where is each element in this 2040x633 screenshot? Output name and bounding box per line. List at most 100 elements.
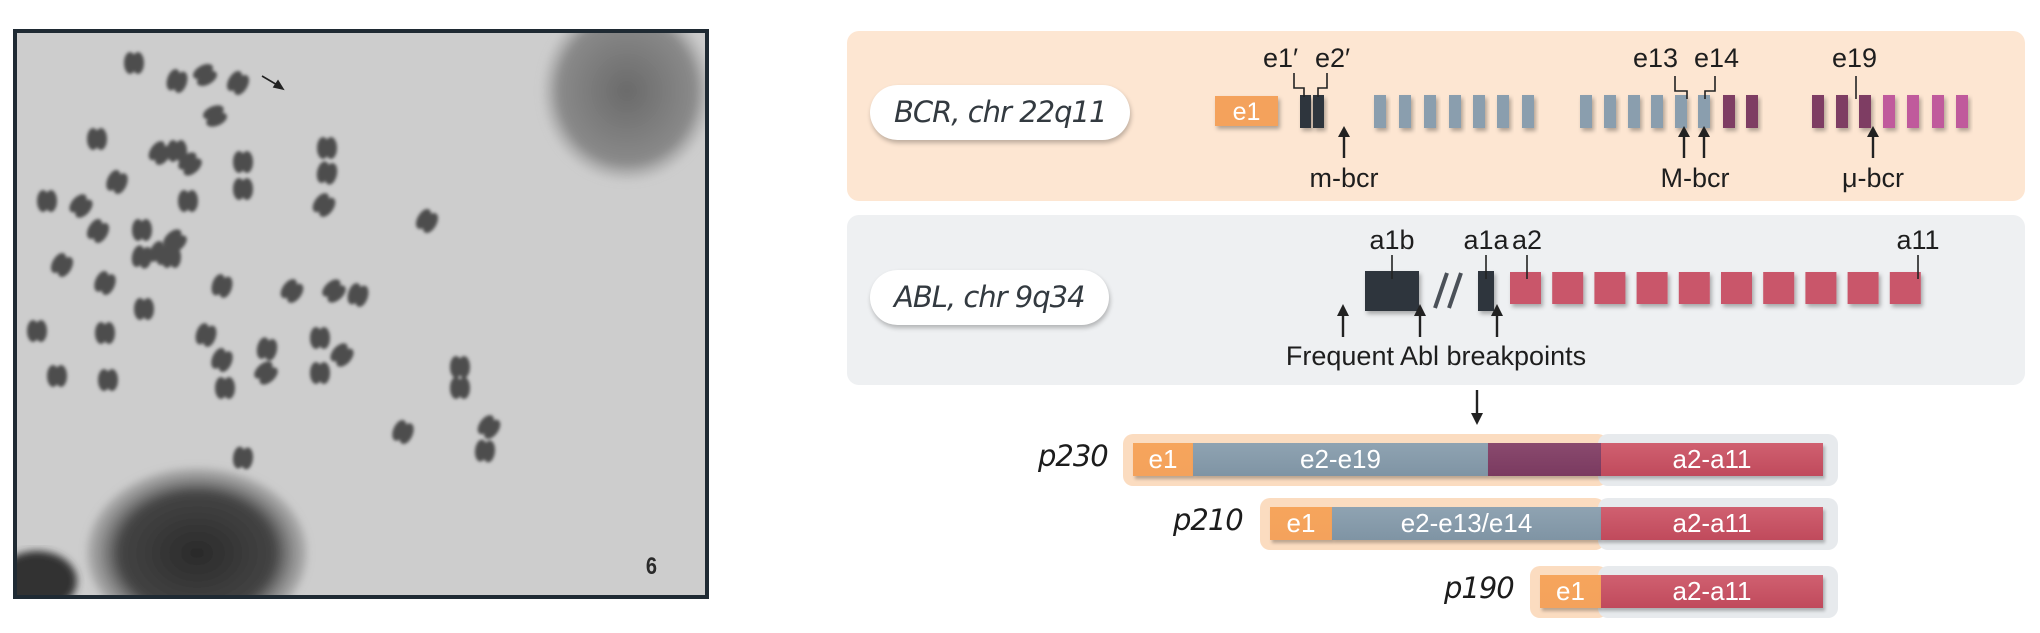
chromosome [131, 245, 153, 269]
protein-name: p190 [1444, 571, 1515, 605]
nucleus-top-right [542, 33, 705, 181]
chromosome [226, 71, 250, 95]
exon-b9 [1604, 95, 1616, 128]
chromosome [163, 229, 187, 253]
chromosome [280, 279, 304, 303]
exon-a3 [1552, 272, 1584, 304]
chromosome [232, 446, 254, 470]
chromosome [330, 343, 354, 367]
chromosome [310, 327, 330, 349]
chromosome [47, 365, 67, 387]
label-e1prime: e1′ [1263, 43, 1298, 73]
label-m-bcr: m-bcr [1310, 163, 1379, 193]
breakpoint-arrows [1338, 126, 1879, 158]
fusion-p190: p190 e1 a2-a11 [1000, 566, 1850, 618]
karyotype-micrograph: 6 [13, 29, 709, 599]
chromosome [347, 283, 369, 307]
chromosome [233, 151, 253, 173]
chromosome [87, 128, 107, 150]
chromosome [106, 170, 128, 194]
fusion-p210: p210 e1 e2-e13/e14 a2-a11 [1000, 498, 1850, 550]
chromosome [86, 219, 110, 243]
exon-leader-lines [1391, 255, 1919, 279]
chromosome [203, 105, 227, 127]
chromosome [450, 377, 470, 399]
chromosome [211, 348, 233, 372]
exon-e1p [1300, 95, 1311, 128]
bcr-gene-label: BCR, chr 22q11 [870, 85, 1131, 140]
exon-m1 [1883, 95, 1895, 128]
plate-number: 6 [645, 553, 657, 581]
chromosome [98, 369, 118, 391]
exon-a2 [1510, 272, 1541, 304]
exon-e19 [1859, 95, 1871, 128]
label-a11: a11 [1896, 225, 1939, 255]
chromosome [316, 161, 338, 185]
chromosome [166, 69, 188, 93]
segment-a2-a11: a2-a11 [1601, 443, 1823, 476]
protein-name: p210 [1173, 503, 1244, 537]
exon-b3 [1424, 95, 1436, 128]
nucleus-bottom-left [17, 551, 77, 595]
chromosome [254, 361, 278, 385]
label-M-bcr: M-bcr [1661, 163, 1730, 193]
segment-e1: e1 [1133, 443, 1193, 476]
exon-p3 [1812, 95, 1824, 128]
abl-gene-panel: ABL, chr 9q34 a1b a1a a2 a11 [847, 215, 2025, 385]
label-e14: e14 [1694, 43, 1739, 73]
label-e13: e13 [1633, 43, 1678, 73]
exon-p1 [1723, 95, 1735, 128]
bcr-gene-panel: BCR, chr 22q11 e1 e1′ e2′ e13 e14 e19 m-… [847, 31, 2025, 201]
abl-gene-label: ABL, chr 9q34 [870, 270, 1109, 325]
exon-p4 [1836, 95, 1848, 128]
exon-e14 [1698, 95, 1710, 128]
exon-leader-lines [1293, 73, 1857, 99]
exon-b11 [1651, 95, 1663, 128]
bcr-gene-map: e1 e1′ e2′ e13 e14 e19 m-bcr M-bcr μ-bcr [1169, 43, 1997, 193]
chromosome [193, 63, 217, 87]
exon-e2p [1313, 95, 1324, 128]
segment-e1: e1 [1540, 575, 1601, 608]
label-a2: a2 [1512, 225, 1542, 255]
protein-name: p230 [1038, 439, 1109, 473]
exon-b6 [1497, 95, 1509, 128]
chromosome [50, 253, 74, 277]
nucleus-bottom [87, 468, 307, 595]
annotation-arrow-icon [261, 75, 285, 91]
chromosome-group [27, 52, 501, 470]
label-a1a: a1a [1463, 225, 1509, 255]
segment-e19-tail [1488, 443, 1601, 476]
exon-b7 [1522, 95, 1534, 128]
chromosome [94, 271, 116, 295]
segment-a2-a11: a2-a11 [1601, 507, 1823, 540]
chromosome [474, 439, 496, 463]
chromosome [69, 194, 93, 218]
chromosome [322, 279, 346, 303]
label-e19: e19 [1832, 43, 1877, 73]
exon-a10 [1847, 272, 1879, 304]
chromosome [132, 219, 152, 241]
exon-a8 [1763, 272, 1795, 304]
chromosome [450, 356, 470, 378]
exon-m4 [1956, 95, 1968, 128]
chromosome-spread [17, 33, 705, 595]
chromosome [124, 52, 144, 74]
chromosome [256, 337, 278, 361]
exon-a11 [1889, 272, 1921, 304]
label-e2prime: e2′ [1315, 43, 1350, 73]
chromosome [233, 178, 253, 200]
exon-p2 [1746, 95, 1758, 128]
chromosome [178, 152, 202, 176]
exon-a7 [1721, 272, 1752, 304]
fusion-arrow-icon [1471, 390, 1483, 425]
exon-a9 [1805, 272, 1837, 304]
exon-a5 [1636, 272, 1668, 304]
exon-b2 [1399, 95, 1411, 128]
chromosome [312, 193, 336, 217]
exon-b4 [1449, 95, 1461, 128]
chromosome [317, 137, 337, 159]
segment-e2-e13-e14: e2-e13/e14 [1332, 507, 1601, 540]
chromosome [310, 362, 330, 384]
abl-gene-map: a1b a1a a2 a11 Frequent Abl breakpoints [1286, 225, 1964, 371]
chromosome [415, 209, 439, 233]
